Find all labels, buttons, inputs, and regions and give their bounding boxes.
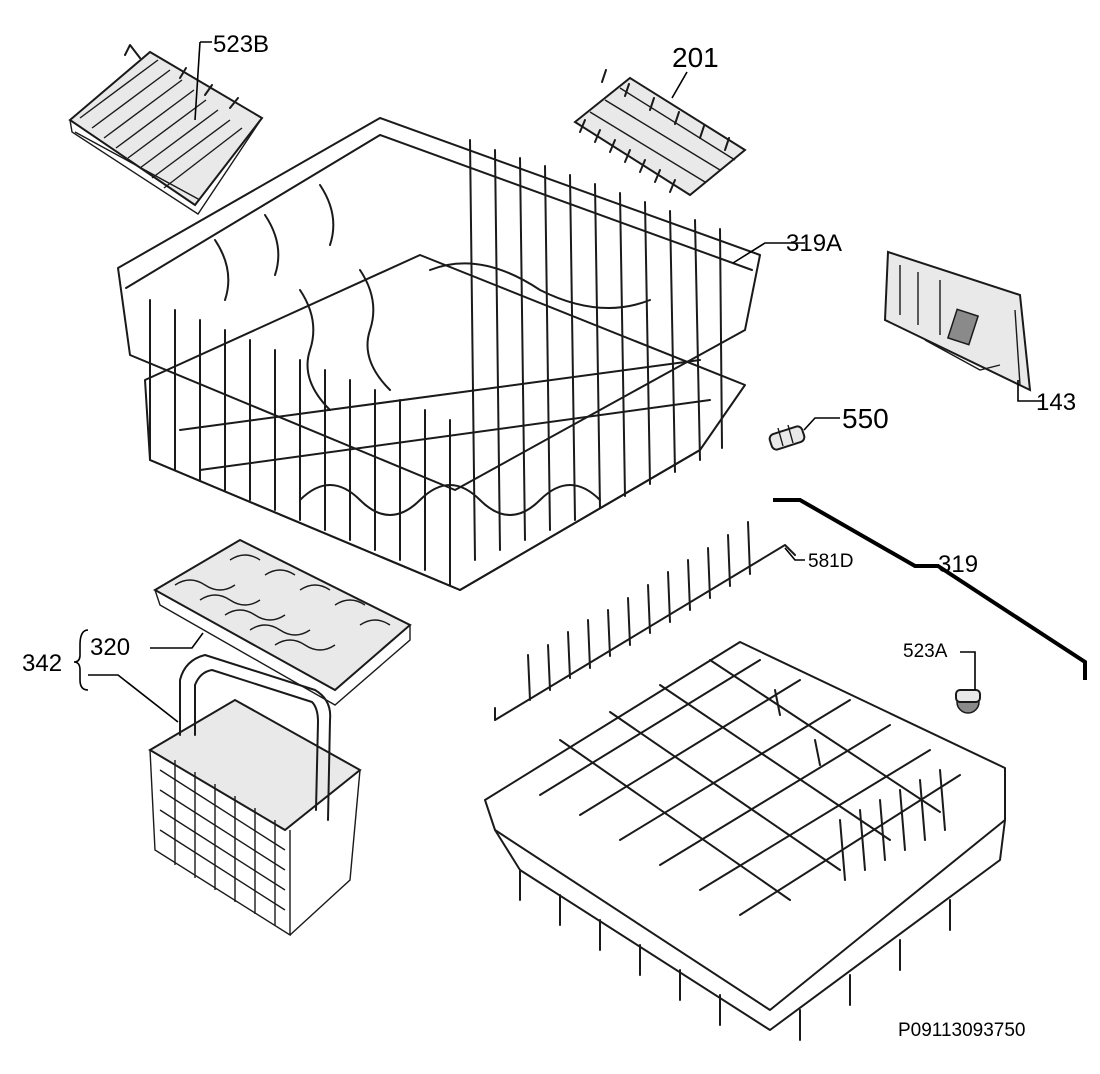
group-divider bbox=[773, 498, 1087, 680]
label-581d: 581D bbox=[808, 551, 853, 572]
rail-bracket-143 bbox=[883, 250, 1032, 392]
tine-insert-201 bbox=[573, 69, 747, 197]
lower-basket-319 bbox=[484, 641, 1006, 1041]
cutlery-basket-342 bbox=[148, 654, 362, 937]
clip-523a bbox=[955, 689, 981, 714]
upper-basket-319a bbox=[117, 117, 761, 591]
label-320: 320 bbox=[90, 634, 130, 661]
label-143: 143 bbox=[1036, 389, 1076, 416]
label-523b: 523B bbox=[213, 31, 269, 58]
label-201: 201 bbox=[672, 42, 719, 73]
label-342: 342 bbox=[22, 650, 62, 677]
bushing-550 bbox=[768, 424, 806, 451]
label-319a: 319A bbox=[786, 230, 842, 257]
reference-code: P09113093750 bbox=[898, 1020, 1026, 1041]
label-550: 550 bbox=[842, 403, 889, 434]
tine-row-581d bbox=[494, 521, 796, 721]
cup-holder-523b bbox=[68, 44, 264, 215]
basket-cover-320 bbox=[152, 538, 412, 706]
label-319: 319 bbox=[938, 551, 978, 578]
leader-lines bbox=[73, 41, 1043, 723]
label-523a: 523A bbox=[903, 641, 948, 662]
